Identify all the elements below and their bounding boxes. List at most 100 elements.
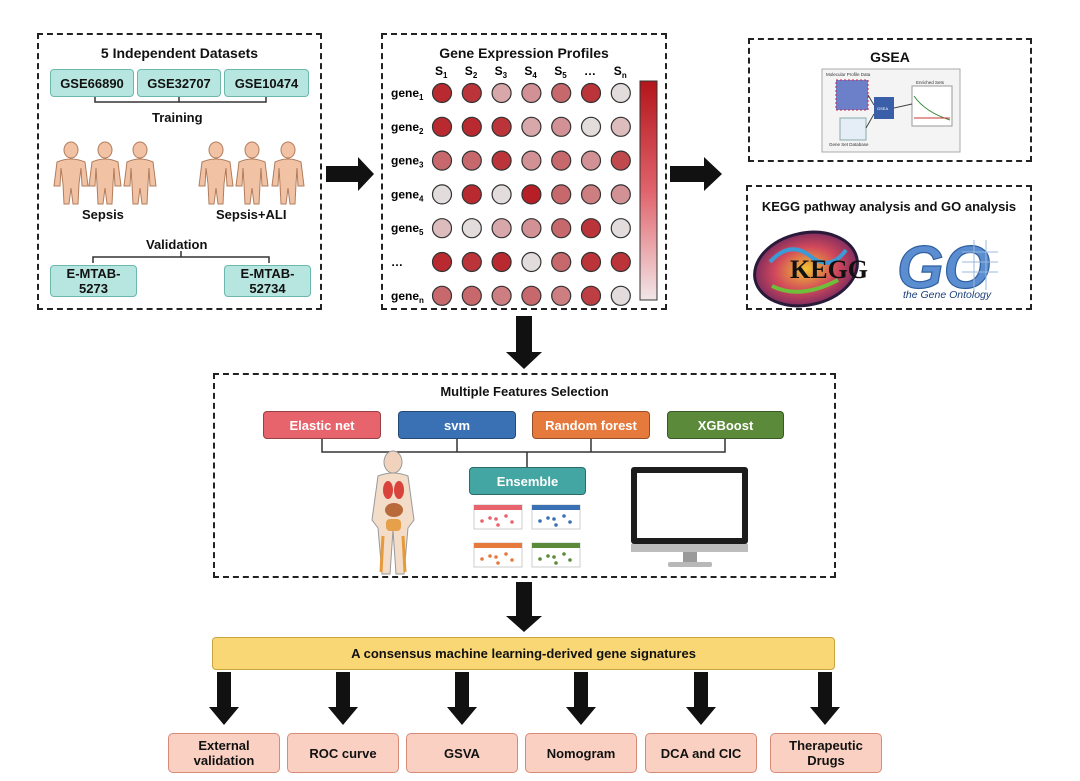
person-icon [88,141,122,205]
output-gsva: GSVA [406,733,518,773]
heat-cell [491,116,512,137]
kegg-logo-text: KEGG [790,255,868,284]
arrow-profiles-to-analysis [670,157,722,191]
methods-bracket [321,439,726,467]
heat-cell [431,82,453,104]
gene-label: genen [391,289,424,305]
features-panel: Multiple Features Selection [213,373,836,578]
heat-cell [580,285,602,306]
arrow-profiles-to-features [506,316,542,369]
heat-cell [521,82,542,104]
kegg-logo: KEGG [753,230,868,308]
heat-cell [521,285,542,306]
gsea-fig-label-2: Enriched Sets [916,80,945,85]
heat-cell [610,116,631,137]
heat-cell [580,116,602,137]
ensemble-box: Ensemble [469,467,586,495]
heat-cell [431,184,453,205]
heat-cell [551,285,572,306]
heat-cell [551,251,572,273]
output-nomogram: Nomogram [525,733,637,773]
gsea-fig-label-1: Molecular Profile Data [826,72,871,77]
dataset-chip-gse32707: GSE32707 [137,69,221,97]
arrow-to-output [209,672,239,725]
gsea-fig-label-3: Gene Set Database [829,142,869,147]
sample-label: S4 [524,64,537,80]
heat-cell [431,251,453,273]
person-icon [271,141,305,205]
output-therapeutic-drugs: Therapeutic Drugs [770,733,882,773]
monitor-icon [631,467,748,567]
heat-cell [551,150,572,171]
gsea-figure: Molecular Profile Data Enriched Sets Gen… [821,68,961,153]
heat-cell [461,184,482,205]
go-logo-text: GO [897,234,990,301]
person-icon [53,141,89,205]
gsea-title: GSEA [870,49,910,65]
method-xgboost: XGBoost [667,411,784,439]
output-external-validation: External validation [168,733,280,773]
go-logo: GO the Gene Ontology [896,233,998,302]
heat-cell [431,218,453,239]
consensus-bar: A consensus machine learning-derived gen… [212,637,835,670]
arrow-datasets-to-profiles [326,157,374,191]
gene-label: gene2 [391,120,424,136]
mini-plot [473,542,523,568]
training-label: Training [152,110,203,125]
sample-label: S5 [554,64,567,80]
heat-cell [431,285,453,306]
sample-label: Sn [614,64,627,80]
heat-cell [461,218,482,239]
heat-cell [610,218,631,239]
sample-label: S1 [435,64,448,80]
anatomy-figure [371,450,415,575]
arrow-to-output [810,672,840,725]
dataset-chip-gse10474: GSE10474 [224,69,309,97]
heat-cell [491,82,512,104]
validation-chip-5273: E-MTAB- 5273 [50,265,137,297]
arrow-features-to-consensus [506,582,542,632]
kegg-go-panel: KEGG pathway analysis and GO analysis [746,185,1032,310]
heat-cell [580,82,602,104]
arrow-to-output [447,672,477,725]
mini-plot [473,504,523,530]
heat-cell [461,285,482,306]
heat-cell [461,116,482,137]
heat-cell [461,150,482,171]
heat-cell [610,82,631,104]
heat-cell [580,251,602,273]
heat-cell [521,116,542,137]
gene-label: gene1 [391,86,424,102]
heat-cell [521,184,542,205]
sepsis-ali-label: Sepsis+ALI [216,207,287,222]
person-icon [123,141,157,205]
heat-cell [610,251,631,273]
heat-cell [610,150,631,171]
heat-cell [551,184,572,205]
sample-label: … [584,64,596,78]
heat-cell [491,150,512,171]
mini-plot [531,542,581,568]
sample-label: S2 [465,64,478,80]
heat-cell [431,150,453,171]
heat-cell [521,150,542,171]
heat-cell [461,82,482,104]
arrow-to-output [566,672,596,725]
output-roc-curve: ROC curve [287,733,399,773]
heat-cell [580,218,602,239]
method-random-forest: Random forest [532,411,650,439]
heat-cell [461,251,482,273]
person-icon [235,141,269,205]
sample-label: S3 [495,64,508,80]
person-icon [198,141,234,205]
method-elastic-net: Elastic net [263,411,381,439]
heat-cell [610,184,631,205]
kegg-go-title: KEGG pathway analysis and GO analysis [761,199,1017,214]
heat-cell [491,251,512,273]
sepsis-label: Sepsis [82,207,124,222]
output-dca-cic: DCA and CIC [645,733,757,773]
arrow-to-output [328,672,358,725]
heat-cell [491,184,512,205]
arrow-to-output [686,672,716,725]
